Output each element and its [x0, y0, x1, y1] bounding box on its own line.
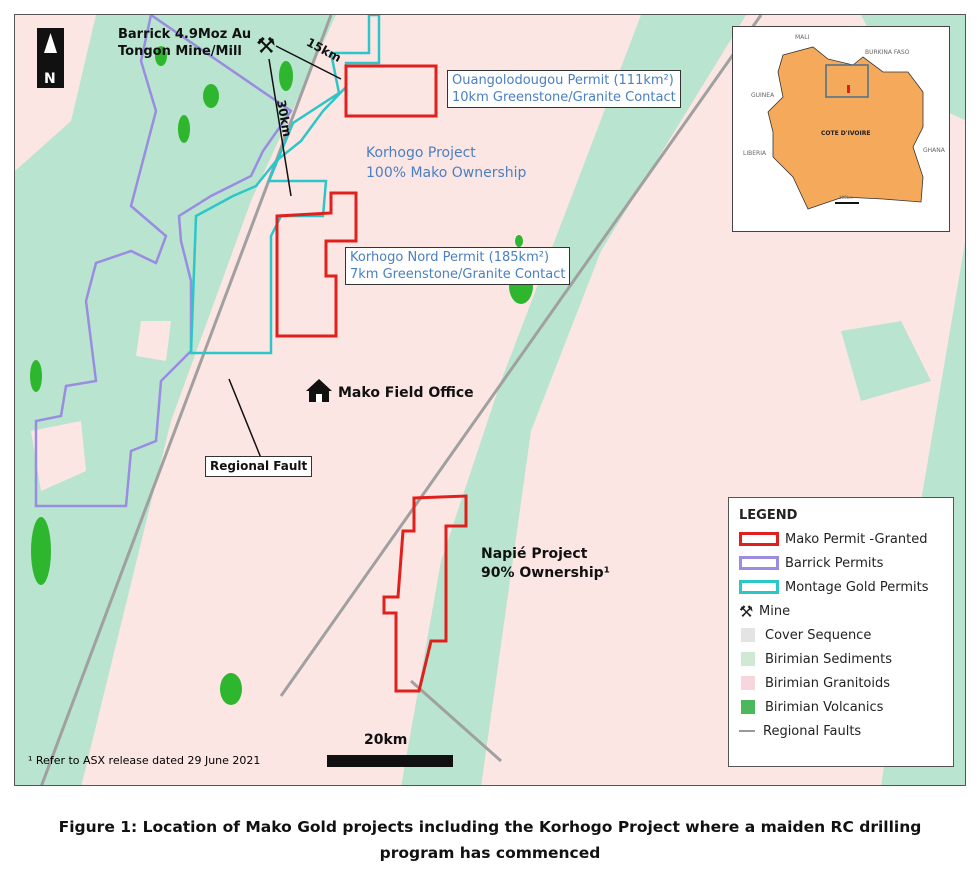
sediment-band-central	[401, 15, 746, 785]
barrick-permit	[34, 15, 293, 508]
mako-swatch	[739, 532, 779, 546]
mako-permit-napie	[382, 494, 468, 693]
legend-item-mine: ⚒Mine	[739, 601, 791, 621]
legend-item-mako: Mako Permit -Granted	[739, 527, 943, 551]
footnote: ¹ Refer to ASX release dated 29 June 202…	[28, 754, 261, 767]
distance-arrows	[228, 45, 342, 464]
montage-swatch	[739, 580, 779, 594]
montage-permit	[189, 15, 381, 355]
inset-scale-label: 100km	[839, 195, 853, 200]
sediment-band-west	[15, 15, 336, 785]
legend-item-sediments: Birimian Sediments	[739, 647, 943, 671]
north-label: N	[44, 71, 56, 87]
field-office-icon	[306, 379, 332, 402]
legend-item-faults: Regional Faults	[739, 719, 943, 743]
svg-text:⚒: ⚒	[256, 34, 276, 59]
label-korhogo-nord: Korhogo Nord Permit (185km²)7km Greensto…	[345, 247, 571, 285]
granitoid-patch	[15, 15, 96, 171]
label-field-office: Mako Field Office	[338, 385, 474, 401]
mako-permit-korhogo-nord	[275, 191, 358, 338]
label-regional-fault: Regional Fault	[205, 456, 313, 477]
figure-caption: Figure 1: Location of Mako Gold projects…	[58, 818, 922, 862]
granitoid-patch	[136, 321, 171, 361]
inset-label-mali: MALI	[795, 34, 810, 41]
inset-map: MALI BURKINA FASO GUINEA COTE D'IVOIRE L…	[732, 26, 950, 232]
legend-item-granitoids: Birimian Granitoids	[739, 671, 943, 695]
legend-item-volcanics: Birimian Volcanics	[739, 695, 943, 719]
inset-scale-bar	[835, 202, 859, 204]
mine-icon: ⚒	[739, 601, 754, 621]
legend-item-barrick: Barrick Permits	[739, 551, 943, 575]
legend-item-montage: Montage Gold Permits	[739, 575, 943, 599]
legend-item-cover: Cover Sequence	[739, 623, 943, 647]
label-ouangolodougou: Ouangolodougou Permit (111km²)10km Green…	[447, 70, 681, 108]
inset-label-ghana: GHANA	[923, 147, 946, 154]
inset-label-guinea: GUINEA	[751, 92, 775, 99]
mine-icon: ⚒	[256, 34, 276, 59]
granitoid-patch	[31, 421, 86, 491]
country-cote-divoire	[767, 46, 924, 210]
inset-canvas: MALI BURKINA FASO GUINEA COTE D'IVOIRE L…	[743, 34, 946, 210]
sediment-patch	[841, 321, 931, 401]
inset-label-burkina: BURKINA FASO	[865, 49, 910, 56]
scale-label: 20km	[364, 732, 408, 748]
inset-permit	[847, 85, 850, 93]
legend-title: LEGEND	[739, 508, 798, 523]
north-arrow-icon: N	[37, 28, 64, 88]
legend: LEGEND Mako Permit -Granted Barrick Perm…	[728, 497, 954, 767]
inset-label-cote-divoire: COTE D'IVOIRE	[821, 130, 870, 137]
inset-label-liberia: LIBERIA	[743, 150, 767, 157]
barrick-swatch	[739, 556, 779, 570]
mako-permit-ouangolodougou	[344, 64, 438, 118]
scale-bar	[327, 755, 453, 767]
inset-locator-box	[825, 64, 869, 98]
